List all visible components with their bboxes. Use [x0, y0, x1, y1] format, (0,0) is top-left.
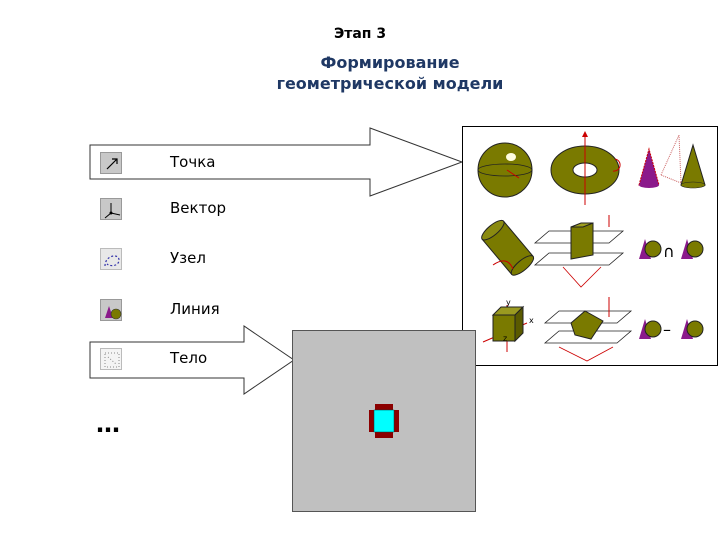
solids-icon: [100, 299, 122, 321]
item-label: Тело: [170, 349, 208, 367]
stage-label: Этап 3: [333, 26, 387, 42]
box-axes-shape: y x z: [482, 298, 534, 352]
item-label: Точка: [170, 153, 216, 171]
intersection-operation: ∩: [639, 239, 704, 261]
geometry-examples-panel: ∩ y x z –: [462, 126, 718, 366]
item-label: Вектор: [170, 199, 227, 217]
sphere-shape: [477, 142, 533, 198]
torus-shape: [550, 131, 621, 205]
prism-planes-shape: [533, 215, 625, 288]
title-line-2: геометрической модели: [276, 74, 504, 93]
axis-x-label: x: [529, 316, 534, 325]
arrow-diagonal-icon: [100, 152, 122, 174]
cylinder-shape: [481, 219, 535, 276]
title-line-1: Формирование: [320, 53, 460, 72]
top-arrow: [89, 127, 464, 197]
slide-title: Формирование геометрической модели: [200, 52, 580, 94]
geometry-examples-drawing: ∩ y x z –: [477, 131, 706, 362]
subtraction-operation: –: [639, 319, 704, 339]
item-label: Линия: [170, 300, 220, 318]
dashed-curve-icon: [100, 248, 122, 270]
axis-y-label: y: [506, 298, 511, 307]
more-ellipsis: …: [96, 410, 121, 438]
cones-shape: [638, 134, 706, 189]
dotted-frame-icon: [100, 348, 122, 370]
minus-operator: –: [663, 320, 671, 339]
axis-z-label: z: [503, 334, 507, 343]
union-operator: ∩: [663, 242, 675, 261]
section-planes-shape: [543, 297, 633, 362]
item-label: Узел: [170, 249, 206, 267]
node-marker-icon[interactable]: [369, 404, 399, 438]
axes-icon: [100, 198, 122, 220]
bottom-arrow: [89, 325, 295, 395]
